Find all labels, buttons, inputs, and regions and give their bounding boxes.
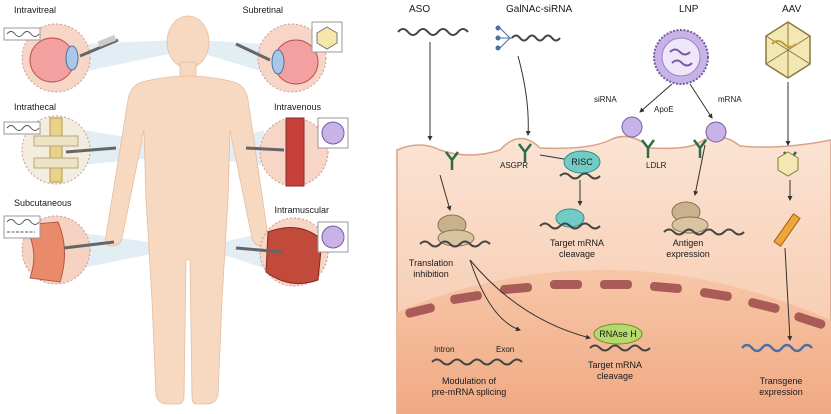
label-sirna: siRNA [594,95,617,104]
outcome-target2-line1: Target mRNA [588,360,642,370]
outcome-transgene-line2: expression [759,387,803,397]
aav-capsid [765,21,811,79]
ribosome-aso [419,214,491,248]
risc-label: RISC [571,157,593,167]
aav-endosome [777,151,799,177]
left-panel: Intravitreal Subretinal Intrathecal Intr… [3,5,349,405]
lnp-mrna-endosome [705,121,727,143]
right-panel: ASO GalNAc-siRNA LNP AAV [396,4,831,414]
route-label-subcutaneous: Subcutaneous [14,198,72,208]
outcome-target2-line2: cleavage [597,371,633,381]
aso-strand [397,28,469,36]
ldlr-receptor [641,139,707,158]
label-intron: Intron [434,345,454,354]
risc-target [539,208,601,230]
route-label-intravitreal: Intravitreal [14,5,56,15]
label-exon: Exon [496,345,514,354]
inset-intravitreal [3,23,119,93]
galnac-sirna [495,25,561,51]
inset-subcutaneous [3,215,115,285]
rnase-h-complex: RNAse H [589,323,651,352]
outcome-translation-line2: inhibition [413,269,449,279]
lnp-sirna-endosome [621,116,643,138]
label-asgpr: ASGPR [500,161,528,170]
label-apoe: ApoE [654,105,674,114]
route-label-intravenous: Intravenous [274,102,322,112]
route-label-intramuscular: Intramuscular [274,205,329,215]
label-mrna: mRNA [718,95,742,104]
label-ldlr: LDLR [646,161,667,170]
route-label-intrathecal: Intrathecal [14,102,56,112]
rnase-h-label: RNAse H [599,329,637,339]
inset-subretinal [235,21,343,93]
outcome-antigen-line2: expression [666,249,710,259]
header-lnp: LNP [679,4,699,15]
lnp-particle [653,29,709,85]
asgpr-receptor [518,143,532,162]
inset-intrathecal [3,115,117,185]
outcome-target1-line1: Target mRNA [550,238,604,248]
human-body [105,15,269,405]
nuclear-envelope [405,280,826,329]
transgene-dna [741,343,813,353]
ribosome-mrna [663,201,745,236]
outcome-splicing-line1: Modulation of [442,376,497,386]
header-aav: AAV [782,4,802,15]
outcome-antigen-line1: Antigen [673,238,704,248]
outcome-translation-line1: Translation [409,258,453,268]
inset-intramuscular [235,217,349,287]
header-galnac-sirna: GalNAc-siRNA [506,4,572,15]
header-aso: ASO [409,4,430,15]
pre-mrna-strand [431,358,523,366]
syringe-icon [773,213,801,247]
route-label-subretinal: Subretinal [242,5,283,15]
outcome-transgene-line1: Transgene [760,376,803,386]
outcome-target1-line2: cleavage [559,249,595,259]
outcome-splicing-line2: pre-mRNA splicing [432,387,507,397]
risc-complex: RISC [559,150,601,180]
aso-receptor [445,151,459,170]
inset-intravenous [245,117,349,187]
